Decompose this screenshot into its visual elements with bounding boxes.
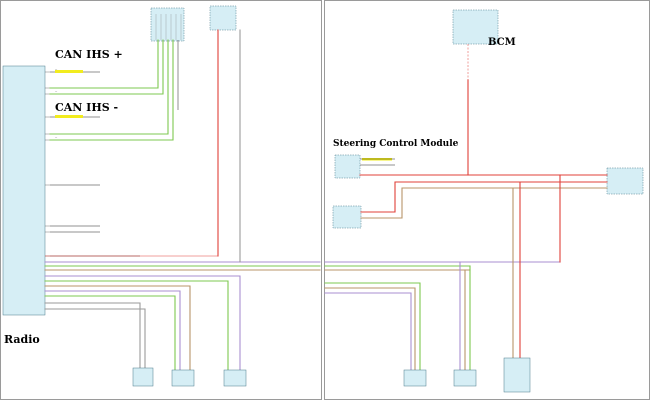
svg-text:—: — — [55, 68, 58, 71]
can-plus-label: CAN IHS + — [55, 48, 123, 61]
svg-text:—: — — [55, 90, 58, 93]
bcm-label: BCM — [488, 37, 516, 48]
radio-label: Radio — [4, 333, 40, 346]
bcm-connector — [452, 9, 499, 45]
radio-pin-ticks — [45, 71, 50, 257]
bottom-connector-right-3 — [503, 357, 531, 393]
scm-label: Steering Control Module — [333, 139, 459, 149]
wire-tiny-labels-left: — — — — [55, 68, 58, 139]
radio-wires — [44, 39, 321, 371]
right-panel-border — [324, 0, 650, 400]
bottom-connector-left-1 — [132, 367, 154, 387]
scm-connector — [334, 154, 361, 179]
top-connector-left-pins — [155, 14, 182, 40]
can-plus-highlight — [55, 70, 83, 73]
top-connector-right — [209, 5, 237, 31]
switch-module-connector — [332, 205, 362, 229]
bottom-connector-left-2 — [171, 369, 195, 387]
radio-connector-block — [2, 65, 46, 316]
right-module-connector — [606, 167, 644, 195]
left-panel-border — [0, 0, 322, 400]
bottom-connector-right-1 — [403, 369, 427, 387]
bottom-connector-right-2 — [453, 369, 477, 387]
svg-text:—: — — [55, 136, 58, 139]
can-minus-highlight — [55, 115, 83, 118]
right-bus-wires — [324, 174, 561, 371]
bottom-connector-left-3 — [223, 369, 247, 387]
scm-wires — [359, 174, 608, 219]
can-minus-label: CAN IHS - — [55, 101, 118, 114]
